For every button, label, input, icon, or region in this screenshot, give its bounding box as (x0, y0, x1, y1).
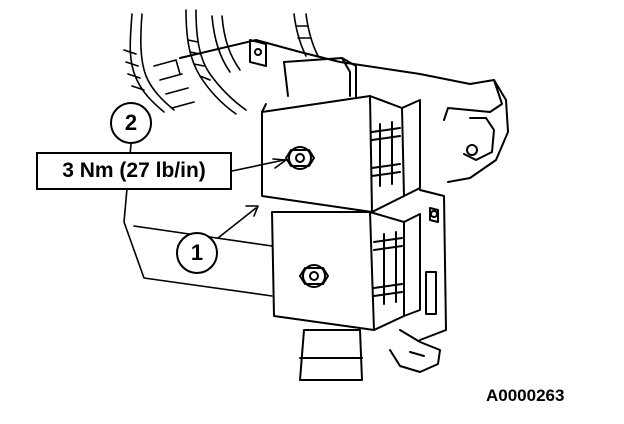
figure-id: A0000263 (486, 386, 565, 405)
callout-1: 1 (176, 232, 218, 274)
upper-relay-bolt (288, 146, 312, 170)
wire-harness (123, 9, 319, 115)
callout-2: 2 (110, 102, 152, 144)
mounting-bracket (179, 39, 509, 373)
lower-relay (271, 211, 421, 381)
upper-relay (261, 57, 421, 213)
lower-relay-bolt (302, 264, 326, 288)
torque-spec-label: 3 Nm (27 lb/in) (36, 152, 232, 190)
